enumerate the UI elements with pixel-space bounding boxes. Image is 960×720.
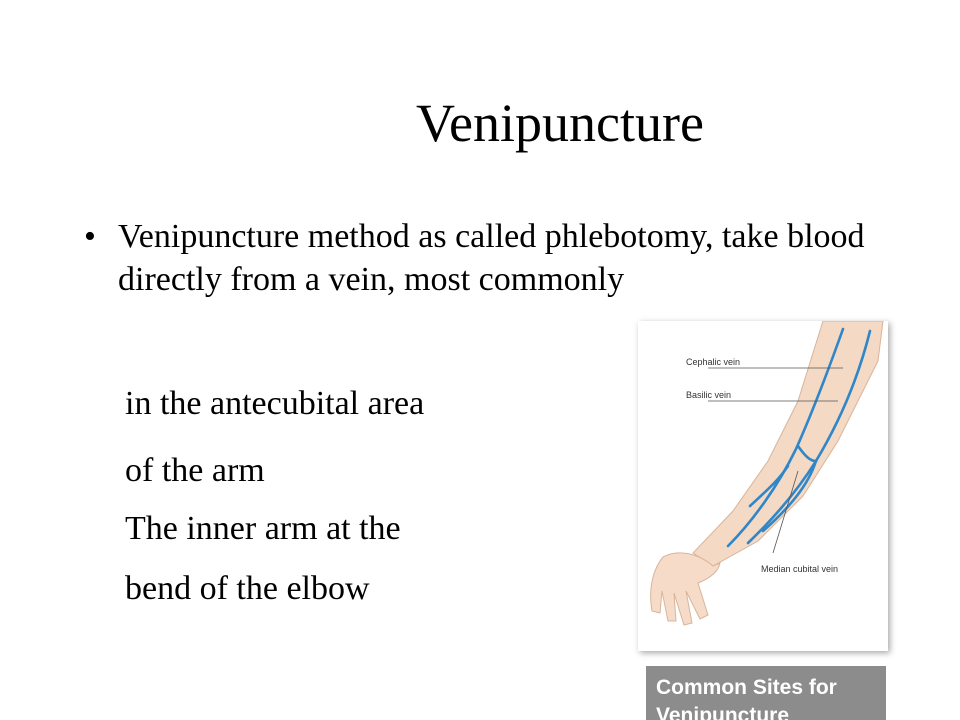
- veins-group: [726, 327, 872, 548]
- arm-shape: [692, 321, 884, 567]
- median-vein-branch: [761, 459, 818, 533]
- figure-caption: Common Sites for Venipuncture: [646, 666, 886, 720]
- basilic-vein-label: Basilic vein: [686, 390, 731, 400]
- text-line-3: The inner arm at the: [125, 510, 401, 547]
- arm-diagram: Cephalic vein Basilic vein Median cubita…: [650, 321, 884, 626]
- text-line-4: bend of the elbow: [125, 570, 370, 607]
- vein-branch-2: [748, 464, 790, 508]
- bullet-text: Venipuncture method as called phlebotomy…: [118, 218, 865, 298]
- median-cubital-vein-path: [796, 444, 818, 463]
- leader-lines: [708, 367, 843, 554]
- text-line-1: in the antecubital area: [125, 385, 425, 422]
- arm-vein-illustration: Cephalic vein Basilic vein Median cubita…: [638, 321, 888, 651]
- text-line-2: of the arm: [125, 452, 265, 489]
- bullet-dot-icon: •: [84, 218, 96, 255]
- slide-title: Venipuncture: [416, 93, 704, 153]
- median-cubital-vein-label: Median cubital vein: [761, 564, 838, 574]
- cephalic-vein-path: [726, 327, 845, 548]
- cephalic-vein-label: Cephalic vein: [686, 357, 740, 367]
- hand-shape: [650, 552, 721, 626]
